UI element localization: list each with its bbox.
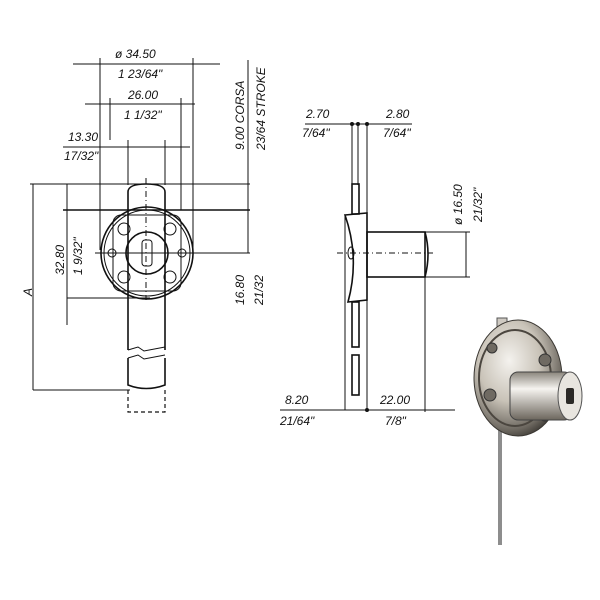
dim-center-mm: 16.80 <box>233 275 247 305</box>
dim-plate-mm: 2.70 <box>305 107 330 121</box>
dim-center-in: 21/32 <box>252 275 266 306</box>
dim-length-a: A <box>21 288 35 297</box>
dim-cyl-length-mm: 22.00 <box>379 393 410 407</box>
dim-flange-mm: 2.80 <box>385 107 410 121</box>
dim-offset-in: 21/64" <box>279 414 315 428</box>
dim-plate-in: 7/64" <box>302 126 330 140</box>
dim-cyl-diameter-in: 21/32" <box>471 187 485 223</box>
dim-outer-diameter-in: 1 23/64" <box>118 67 163 81</box>
dim-stroke-mm: 9.00 CORSA <box>233 81 247 150</box>
dim-cyl-length-in: 7/8" <box>385 414 407 428</box>
dim-flange-in: 7/64" <box>383 126 411 140</box>
dim-width-mm: 26.00 <box>127 88 158 102</box>
dim-bolt-mm: 13.30 <box>68 130 98 144</box>
dim-height-mm: 32.80 <box>53 245 67 275</box>
flange <box>343 212 368 303</box>
cylinder <box>366 231 426 278</box>
product-photo <box>473 317 583 545</box>
screw-icon <box>117 222 131 236</box>
side-view: 2.70 7/64" 2.80 7/64" ø 16.50 21/32" 8.2… <box>279 107 485 428</box>
dim-bolt-in: 17/32" <box>64 149 99 163</box>
dim-width-in: 1 1/32" <box>124 108 162 122</box>
dim-stroke-in: 23/64 STROKE <box>254 66 268 151</box>
dim-cyl-diameter-mm: ø 16.50 <box>451 184 465 225</box>
dim-offset-mm: 8.20 <box>285 393 309 407</box>
dim-height-in: 1 9/32" <box>71 237 85 275</box>
dim-outer-diameter-mm: ø 34.50 <box>115 47 156 61</box>
front-view: ø 34.50 1 23/64" 26.00 1 1/32" 13.30 17/… <box>21 47 268 413</box>
screw-icon <box>163 222 177 236</box>
screw-icon <box>117 270 131 284</box>
screw-icon <box>163 270 177 284</box>
